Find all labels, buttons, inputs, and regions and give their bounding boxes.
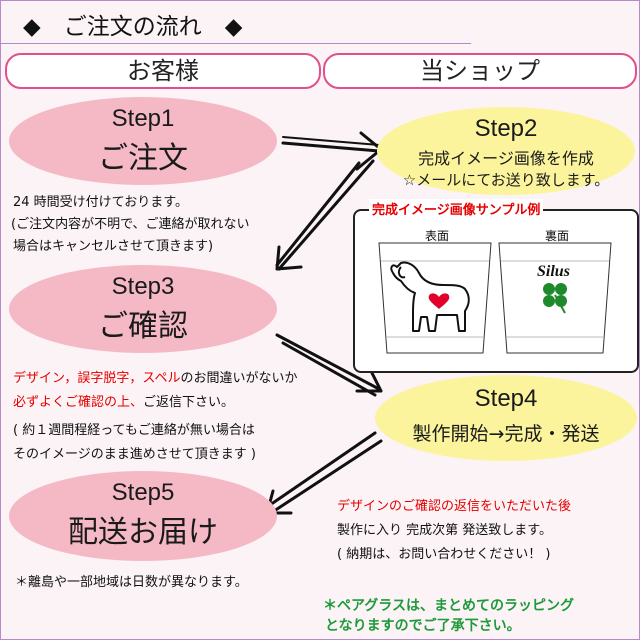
page-title: ◆ ご注文の流れ ◆ xyxy=(23,14,243,40)
shop-header: 当ショップ xyxy=(323,53,637,89)
sample-title: 完成イメージ画像サンプル例 xyxy=(369,199,544,218)
step3-line2: 必ずよくご確認の上、ご返信下さい。 xyxy=(13,391,234,410)
step3-label: Step3 xyxy=(111,273,175,300)
step4-name: 製作開始→完成・発送 xyxy=(412,423,600,445)
step3-note3: ( 約１週間程経ってもご連絡が無い場合は xyxy=(13,423,255,438)
sample-image-box xyxy=(353,209,639,373)
step1-name: ご注文 xyxy=(98,141,188,176)
step1-note1: 24 時間受け付けております。 xyxy=(13,195,188,210)
step2-ellipse: Step2 完成イメージ画像を作成 ☆メールにてお送り致します。 xyxy=(377,107,635,195)
step3-black2: ご返信下さい。 xyxy=(143,395,235,410)
step4-label: Step4 xyxy=(474,385,538,412)
arrow-step2-to-step3 xyxy=(275,159,375,271)
step2-label: Step2 xyxy=(474,115,538,142)
arrow-step3-to-step4 xyxy=(275,333,381,397)
step3-note4: そのイメージのまま進めさせて頂きます ) xyxy=(13,447,256,462)
step3-red2: 必ずよくご確認の上、 xyxy=(13,395,144,410)
step5-note1: ＊離島や一部地域は日数が異なります。 xyxy=(15,575,248,590)
sample-engraving: Silus xyxy=(537,263,570,280)
heart-icon xyxy=(428,293,450,309)
step3-red1: デザイン，誤字脱字，スペル xyxy=(13,371,181,386)
step3-name: ご確認 xyxy=(98,309,188,344)
glass-back xyxy=(498,242,612,354)
arrow-step4-to-step5 xyxy=(265,431,383,515)
step1-note2: (ご注文内容が不明で、ご連絡が取れない xyxy=(11,217,250,232)
step4-note3: ( 納期は、お問い合わせください！ ) xyxy=(337,547,551,562)
sample-back-label: 裏面 xyxy=(545,229,570,243)
step2-line1: 完成イメージ画像を作成 xyxy=(418,149,594,168)
customer-header: お客様 xyxy=(5,53,321,89)
sample-glasses xyxy=(378,242,612,354)
step1-ellipse: Step1 ご注文 xyxy=(9,97,277,185)
step3-line1: デザイン，誤字脱字，スペルのお間違いがないか xyxy=(13,367,297,386)
step3-ellipse: Step3 ご確認 xyxy=(9,265,277,353)
glass-front xyxy=(378,242,492,354)
step2-line2: ☆メールにてお送り致します。 xyxy=(402,171,610,189)
step5-ellipse: Step5 配送お届け xyxy=(9,471,277,561)
footer-line1: ＊ペアグラスは、まとめてのラッピング xyxy=(323,598,575,614)
step5-label: Step5 xyxy=(111,479,175,506)
clover-icon xyxy=(543,283,567,314)
step5-name: 配送お届け xyxy=(68,515,218,550)
sample-front-label: 表面 xyxy=(425,229,450,243)
step4-note2: 製作に入り 完成次第 発送致します。 xyxy=(337,523,552,538)
step4-red1: デザインのご確認の返信をいただいた後 xyxy=(337,499,572,514)
title-underline xyxy=(1,43,471,44)
step1-label: Step1 xyxy=(111,105,175,132)
step1-note3: 場合はキャンセルさせて頂きます) xyxy=(13,239,214,254)
footer-line2: となりますのでご了承下さい。 xyxy=(325,618,521,634)
step4-ellipse: Step4 製作開始→完成・発送 xyxy=(375,375,637,461)
step3-black1: のお間違いがないか xyxy=(180,371,298,386)
